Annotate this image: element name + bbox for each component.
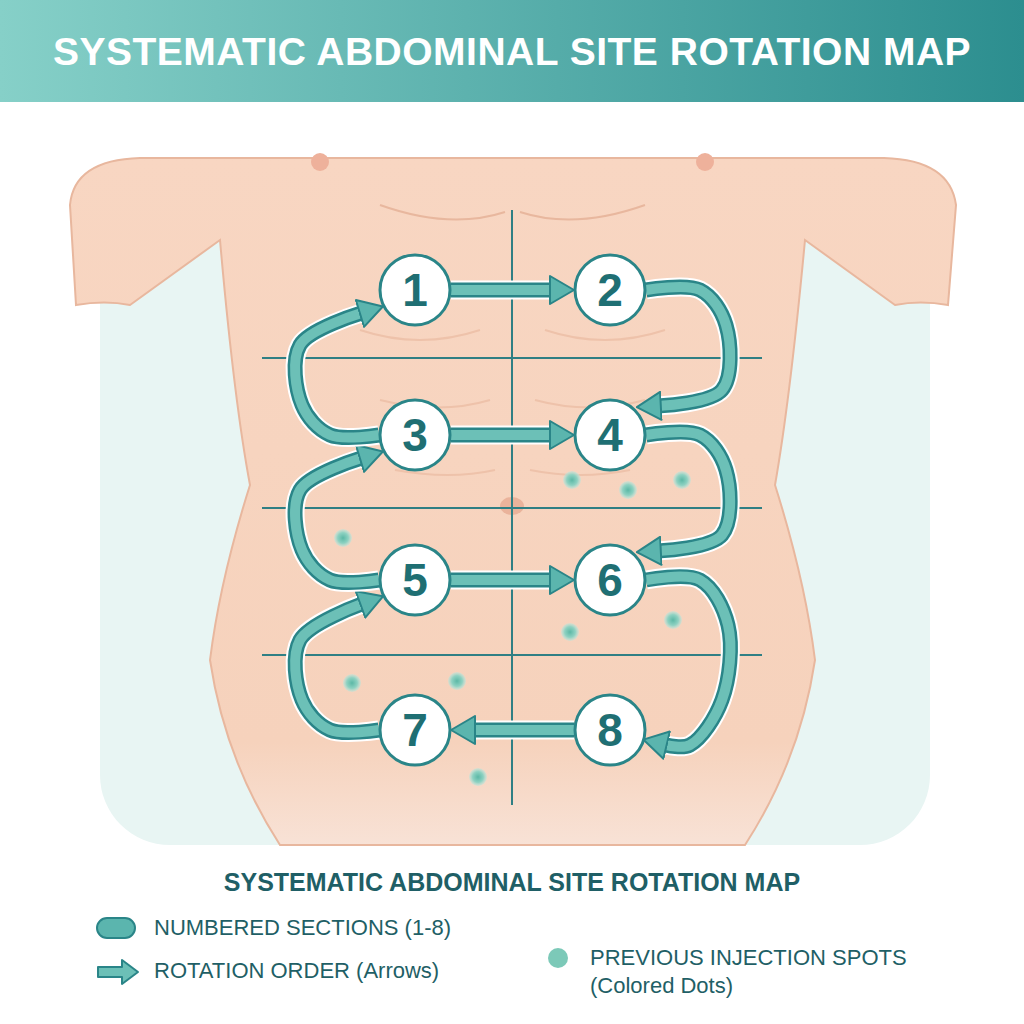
arrow-outline: [646, 432, 730, 551]
arrow-halo: [295, 313, 379, 437]
site-circle: 2: [573, 253, 647, 327]
rotation-arrow: [295, 458, 379, 582]
rotation-arrow: [451, 580, 550, 581]
arrow-body: [295, 313, 379, 437]
dot-swatch: [548, 948, 568, 968]
section-number: 3: [402, 412, 428, 458]
site-circle: 7: [378, 693, 452, 767]
site-circle: 5: [378, 543, 452, 617]
arrow-halo: [646, 287, 730, 406]
rotation-arrow: [646, 287, 730, 406]
arrow-outline: [295, 458, 379, 582]
arrow-body: [475, 725, 574, 735]
section-number: 2: [597, 267, 623, 313]
arrow-body: [646, 577, 730, 747]
legend-label: NUMBERED SECTIONS (1-8): [154, 914, 534, 942]
arrow-halo: [646, 577, 730, 747]
arrow-outline: [295, 313, 379, 437]
section-number: 1: [402, 267, 428, 313]
arrow-halo: [451, 426, 550, 445]
section-number: 7: [402, 707, 428, 753]
site-circle: 6: [573, 543, 647, 617]
site-circle: 4: [573, 398, 647, 472]
section-number: 6: [597, 557, 623, 603]
site-circle: 1: [378, 253, 452, 327]
arrow-body: [451, 285, 550, 295]
grid-lines: [262, 210, 762, 805]
rotation-arrow: [475, 730, 574, 731]
rotation-arrow: [451, 435, 550, 436]
arrow-outline: [451, 428, 550, 443]
section-number: 4: [597, 412, 623, 458]
arrow-body: [646, 432, 730, 551]
caption-text: SYSTEMATIC ABDOMINAL SITE ROTATION MAP: [0, 868, 1024, 897]
nipple: [311, 153, 329, 171]
arrow-halo: [451, 281, 550, 300]
injection-spots: [334, 471, 691, 786]
arrow-outline: [295, 604, 379, 732]
torso: [70, 158, 956, 845]
arrow-halo: [646, 432, 730, 551]
site-circle: 3: [378, 398, 452, 472]
arrow-swatch: [96, 957, 142, 987]
rotation-arrow: [295, 604, 379, 732]
rotation-arrow: [646, 577, 730, 747]
section-number: 5: [402, 557, 428, 603]
arrow-body: [295, 604, 379, 732]
arrow-outline: [451, 573, 550, 588]
arrow-outline: [646, 577, 730, 747]
arrow-body: [646, 287, 730, 406]
rotation-arrow: [295, 313, 379, 437]
site-circle: 8: [573, 693, 647, 767]
arrow-halo: [295, 458, 379, 582]
header-band: [0, 0, 1024, 102]
section-swatch: [96, 917, 136, 939]
arrow-body: [295, 458, 379, 582]
legend-label: PREVIOUS INJECTION SPOTS (Colored Dots): [590, 944, 940, 1000]
arrow-halo: [475, 721, 574, 740]
section-number: 8: [597, 707, 623, 753]
arrow-body: [451, 430, 550, 440]
arrow-halo: [295, 604, 379, 732]
arrow-halo: [451, 571, 550, 590]
rotation-arrow: [451, 290, 550, 291]
legend-label: ROTATION ORDER (Arrows): [154, 957, 534, 985]
page-title: SYSTEMATIC ABDOMINAL SITE ROTATION MAP: [0, 30, 1024, 74]
arrow-outline: [646, 287, 730, 406]
rotation-arrow: [646, 432, 730, 551]
nipple: [696, 153, 714, 171]
arrow-body: [451, 575, 550, 585]
arrow-outline: [475, 723, 574, 738]
arrow-outline: [451, 283, 550, 298]
